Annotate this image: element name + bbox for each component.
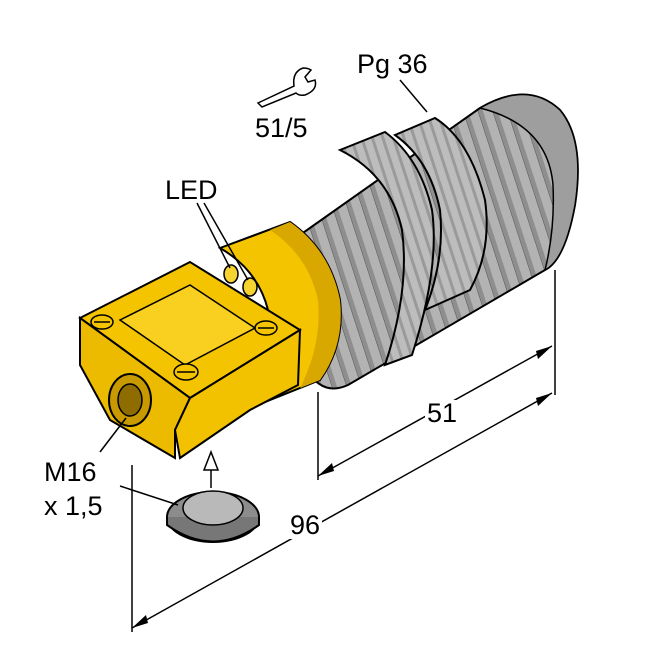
terminal-housing — [78, 260, 302, 460]
dimension-arrowheads — [132, 346, 552, 628]
dimension-96-label: 96 — [288, 510, 323, 540]
led-indicator-2 — [242, 277, 258, 297]
led-label: LED — [165, 175, 218, 205]
dimension-51-label: 51 — [425, 398, 460, 428]
cable-thread-label-line1: M16 — [44, 457, 97, 487]
led-indicators — [223, 264, 258, 297]
sealing-plug — [166, 490, 260, 543]
wrench-size-label: 51/5 — [255, 113, 308, 143]
up-arrow-icon — [202, 449, 220, 488]
thread-size-label: Pg 36 — [357, 49, 428, 79]
cable-thread-label-line2: x 1,5 — [44, 491, 103, 521]
lock-nut-rear — [392, 116, 488, 312]
led-indicator-1 — [223, 264, 239, 284]
yellow-collar — [217, 220, 342, 410]
lock-nut-front — [337, 130, 435, 367]
wrench-icon — [256, 67, 317, 108]
threaded-body — [296, 93, 579, 390]
